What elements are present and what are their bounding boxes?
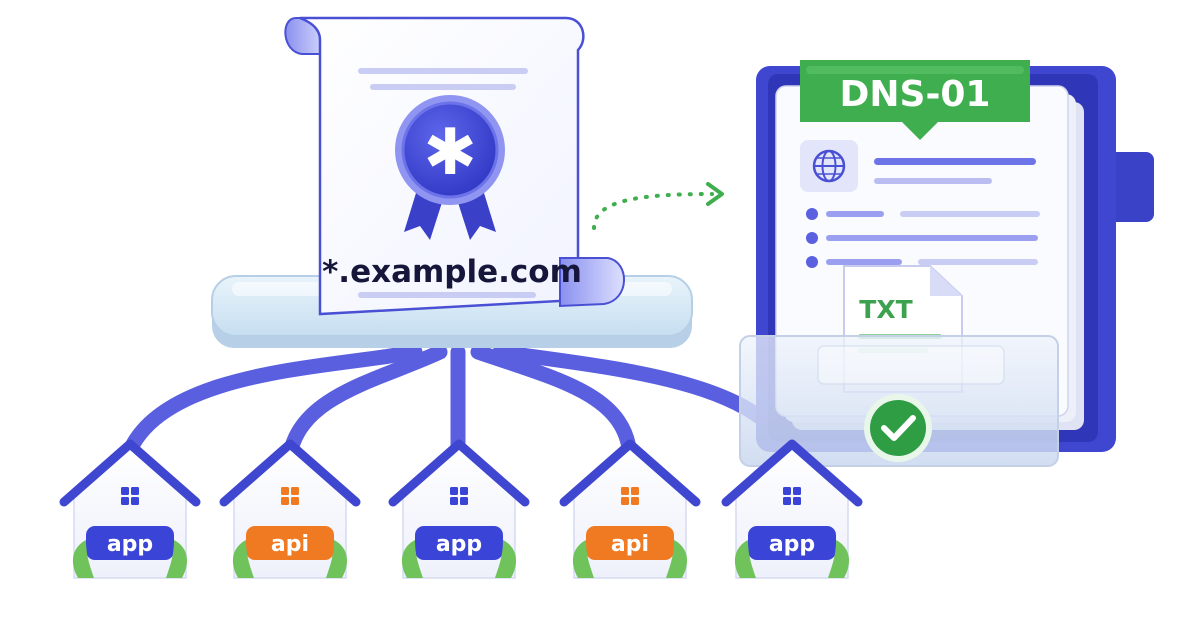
certificate-domain: *.example.com: [322, 254, 582, 290]
scroll-text-line: [358, 292, 536, 298]
house-app-5: app: [721, 439, 863, 579]
house-label: app: [436, 532, 482, 557]
house-app-3: app: [388, 439, 530, 579]
house-app-1: app: [59, 439, 201, 579]
window-icon: [621, 487, 639, 505]
house-roof: [559, 439, 701, 507]
house-roof: [59, 439, 201, 507]
grass-tuft: [166, 540, 188, 578]
scroll-text-line: [370, 84, 516, 90]
certificate-scroll: ✱ *.example.com: [284, 16, 625, 316]
document-line: [900, 211, 1040, 217]
pipe-house-1: [120, 344, 423, 463]
document-line: [918, 259, 1038, 265]
pipe-house-4: [470, 344, 638, 463]
house-label: api: [611, 532, 649, 557]
document-line: [826, 235, 1038, 241]
asterisk-badge-icon: ✱: [395, 95, 505, 205]
subdomain-houses: app api app api app: [59, 439, 863, 579]
document-line: [826, 259, 902, 265]
dotted-arrow-icon: [592, 182, 724, 230]
house-label: app: [107, 532, 153, 557]
document-line: [874, 158, 1036, 165]
dns-01-banner: DNS-01: [800, 60, 1030, 140]
house-label-pill: [415, 526, 503, 560]
checkmark-icon: [864, 394, 932, 462]
house-roof: [721, 439, 863, 507]
dns-challenge-folder: DNS-01 TXT: [739, 60, 1154, 467]
house-label-pill: [748, 526, 836, 560]
grass-tuft: [666, 540, 688, 578]
connector-pipes: [120, 344, 800, 463]
grass-tuft: [232, 540, 254, 578]
grass-tuft: [401, 540, 423, 578]
bullet-dot: [806, 208, 818, 220]
window-icon: [121, 487, 139, 505]
grass-tuft: [734, 540, 756, 578]
document-line: [874, 178, 992, 184]
house-label-pill: [586, 526, 674, 560]
house-label-pill: [246, 526, 334, 560]
scroll-text-line: [358, 68, 528, 74]
grass-tuft: [72, 540, 94, 578]
pipe-house-2: [282, 344, 448, 463]
house-roof: [219, 439, 361, 507]
house-label: api: [271, 532, 309, 557]
bullet-dot: [806, 256, 818, 268]
window-icon: [450, 487, 468, 505]
house-roof: [388, 439, 530, 507]
document-line: [826, 211, 884, 217]
grass-tuft: [828, 540, 850, 578]
bullet-dot: [806, 232, 818, 244]
house-label-pill: [86, 526, 174, 560]
grass-tuft: [326, 540, 348, 578]
house-api-2: api: [219, 439, 361, 579]
window-icon: [281, 487, 299, 505]
window-icon: [783, 487, 801, 505]
badge-symbol: ✱: [423, 116, 477, 190]
house-label: app: [769, 532, 815, 557]
globe-icon: [800, 140, 858, 192]
grass-tuft: [572, 540, 594, 578]
scroll-bottom-curl: [559, 257, 625, 308]
txt-record-label: TXT: [859, 295, 912, 324]
dns-challenge-title: DNS-01: [840, 74, 991, 115]
grass-tuft: [495, 540, 517, 578]
